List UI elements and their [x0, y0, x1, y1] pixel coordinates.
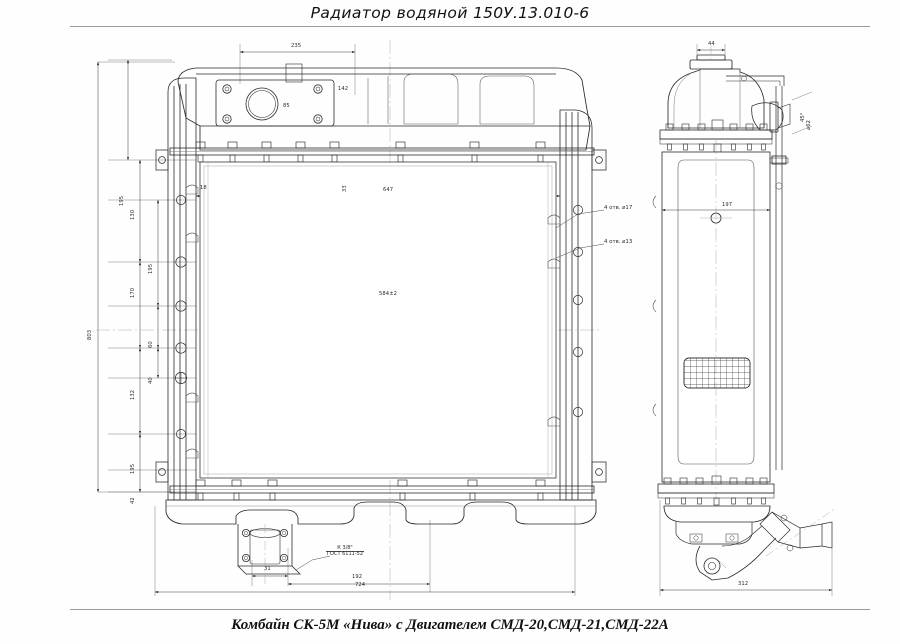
dim-left-2: 170 — [130, 287, 136, 298]
dim-neck-dia: 85 — [283, 103, 290, 109]
radiator-core — [199, 161, 557, 479]
page-title: Радиатор водяной 150У.13.010-6 — [0, 4, 900, 22]
note-drain-thread: К 3/8" ГОСТ 6111-52 — [326, 545, 365, 558]
page-title-prefix: Радиатор водяной — [310, 4, 468, 22]
note-drain-thread-bottom: ГОСТ 6111-52 — [327, 551, 364, 558]
top-flange-seam — [169, 147, 595, 156]
caption-divider — [70, 609, 870, 610]
bottom-tank — [165, 499, 597, 525]
side-bottom-tank — [663, 505, 771, 545]
filler-neck-assembly — [215, 63, 335, 127]
side-support-strut — [769, 86, 789, 470]
dim-core-width: 647 — [383, 187, 394, 193]
dim-side-bottom-overall: 312 — [738, 581, 749, 587]
title-divider-top — [70, 26, 870, 27]
dimension-network-side — [659, 44, 833, 596]
dim-drain-offset: 31 — [264, 566, 271, 572]
dim-side-top-neck: 44 — [708, 41, 715, 47]
side-left-edge-details — [652, 195, 657, 417]
side-grid-panel — [683, 357, 751, 389]
note-drain-thread-top: К 3/8" — [326, 545, 365, 553]
dim-left-9: 42 — [130, 497, 136, 504]
left-rail-holes — [175, 195, 187, 439]
bottom-flange-seam — [169, 485, 595, 494]
dim-tank-mark: 33 — [342, 185, 348, 192]
dim-bottom-offset: 192 — [352, 574, 363, 580]
right-rail-holes — [573, 205, 583, 417]
dim-left-1: 195 — [119, 195, 125, 206]
top-flange-bolts — [195, 141, 546, 163]
side-view-geometry — [652, 46, 837, 581]
dim-left-4: 130 — [130, 209, 136, 220]
mounting-brackets — [155, 149, 607, 483]
dim-side-core-depth: 197 — [722, 202, 733, 208]
side-top-tank — [667, 68, 765, 129]
overflow-tube — [726, 75, 785, 86]
drain-fitting — [237, 524, 301, 584]
page-title-code: 150У.13.010-6 — [473, 4, 590, 22]
side-inlet-flange — [751, 101, 791, 133]
dim-side-inlet-angle: 45° — [800, 112, 806, 123]
top-tank-ribs — [367, 73, 535, 125]
dim-left-6: 60 — [148, 341, 154, 348]
dim-overall-height: 803 — [87, 329, 93, 340]
side-frame-right — [559, 109, 593, 501]
dim-left-8: 195 — [130, 463, 136, 474]
dim-bottom-overall: 724 — [355, 582, 366, 588]
filler-cap — [689, 46, 733, 70]
dim-side-inlet-dia: ⌀62 — [806, 119, 812, 130]
dim-top-width: 235 — [291, 43, 302, 49]
drain-note-leader — [295, 555, 331, 571]
side-outlet-elbow — [695, 507, 837, 581]
page-caption: Комбайн СК-5М «Нива» с Двигателем СМД-20… — [231, 617, 669, 633]
dim-edge-mark: 18 — [200, 185, 207, 191]
note-holes-13: 4 отв. ⌀13 — [604, 239, 633, 245]
rail-tabs — [185, 184, 561, 459]
dim-top-small: 142 — [338, 86, 349, 92]
note-holes-17: 4 отв. ⌀17 — [604, 205, 633, 211]
side-top-flange-bolts — [665, 119, 768, 153]
side-bottom-flange-bolts — [663, 475, 768, 506]
side-core-body — [661, 140, 771, 500]
dim-left-5: 132 — [130, 389, 136, 400]
side-frame-left — [167, 77, 197, 501]
bottom-flange-bolts — [195, 479, 546, 501]
dim-left-7: 40 — [148, 377, 154, 384]
hole-note-leaders — [555, 209, 605, 259]
dim-left-3: 195 — [148, 263, 154, 274]
dim-core-width-tol: 584±2 — [379, 291, 398, 297]
top-tank — [177, 67, 591, 151]
front-view-geometry — [155, 63, 607, 584]
